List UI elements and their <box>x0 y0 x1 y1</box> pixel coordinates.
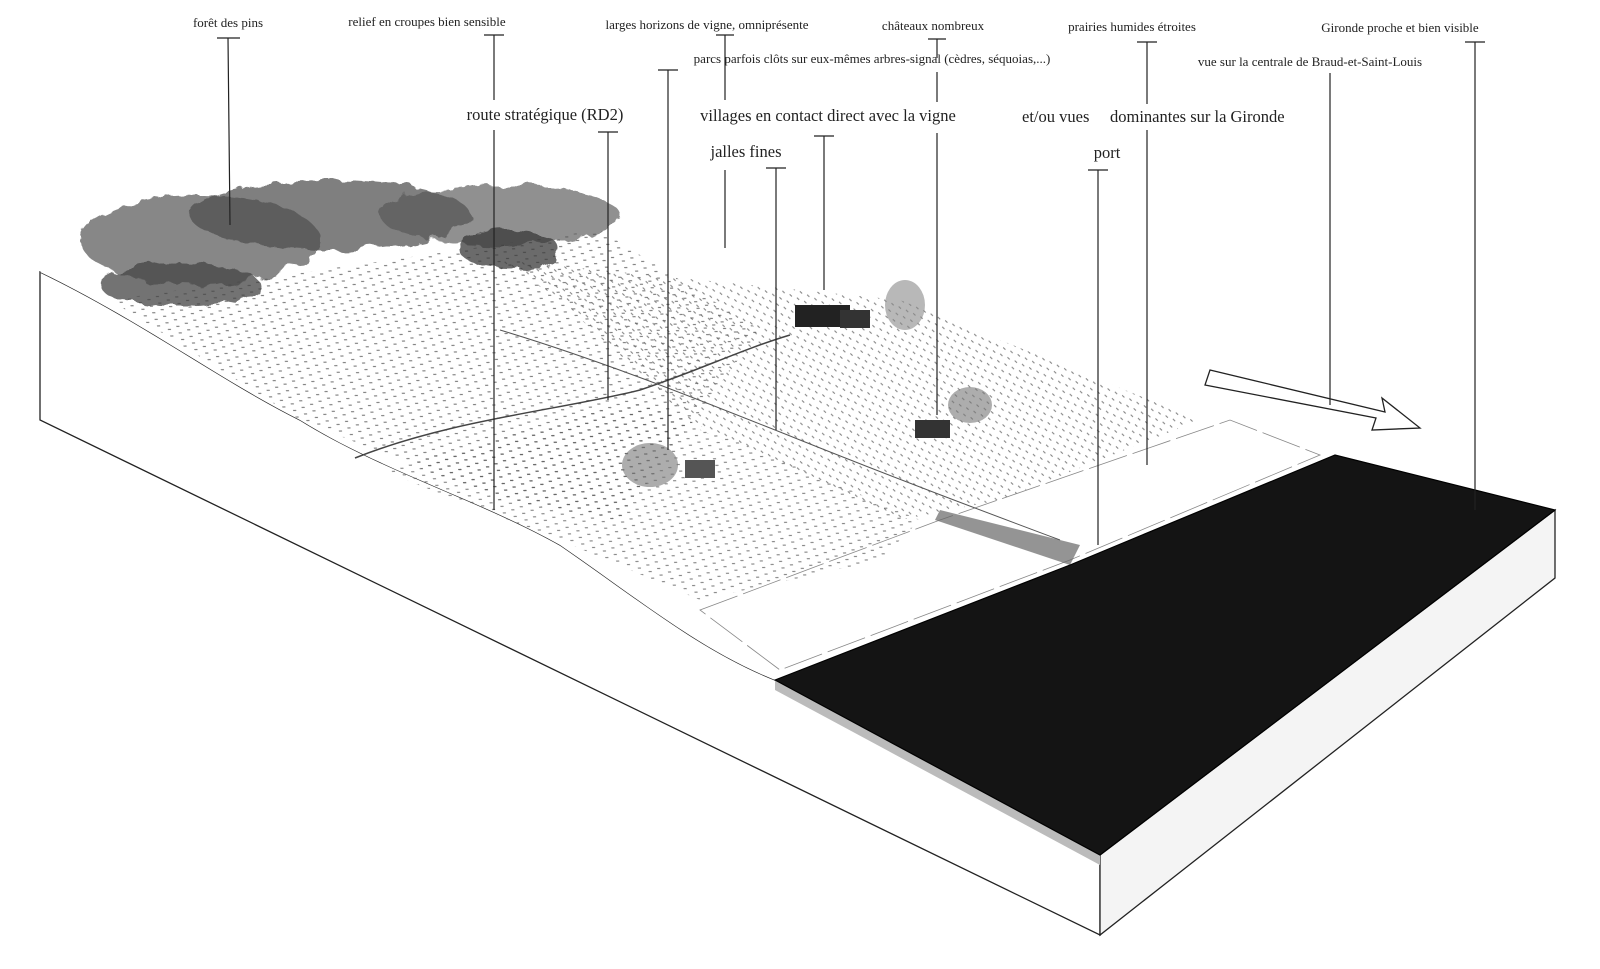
label-vues-a: et/ou vues <box>1022 107 1089 126</box>
label-relief: relief en croupes bien sensible <box>348 14 506 29</box>
pine-forest <box>80 180 620 307</box>
village-north <box>795 280 925 330</box>
leader-lines <box>217 34 1485 545</box>
label-gironde: Gironde proche et bien visible <box>1321 20 1479 35</box>
label-chateaux: châteaux nombreux <box>882 18 985 33</box>
label-jalles-fines: jalles fines <box>709 142 781 161</box>
block-front-face <box>39 270 1556 937</box>
chateau-center <box>915 387 992 438</box>
label-centrale: vue sur la centrale de Braud-et-Saint-Lo… <box>1198 54 1422 69</box>
gironde-estuary <box>773 454 1557 856</box>
vineyards-south <box>380 400 920 600</box>
label-foret-des-pins: forêt des pins <box>193 15 263 30</box>
label-parcs: parcs parfois clôts sur eux-mêmes arbres… <box>694 51 1051 66</box>
land-surface <box>40 190 1335 680</box>
flow-direction-arrow <box>1204 369 1422 431</box>
stream-jalle <box>499 329 1061 541</box>
label-prairies: prairies humides étroites <box>1068 19 1196 34</box>
label-villages: villages en contact direct avec la vigne <box>700 106 956 125</box>
label-port: port <box>1094 143 1121 162</box>
port <box>935 510 1080 565</box>
label-horizons-vigne: larges horizons de vigne, omniprésente <box>605 17 808 32</box>
label-route-strategique: route stratégique (RD2) <box>467 105 624 124</box>
road-rd2 <box>354 334 791 459</box>
water-edge <box>775 680 1100 865</box>
village-south <box>622 443 715 487</box>
vineyards-center <box>500 260 1200 520</box>
label-vues-b: dominantes sur la Gironde <box>1110 107 1285 126</box>
